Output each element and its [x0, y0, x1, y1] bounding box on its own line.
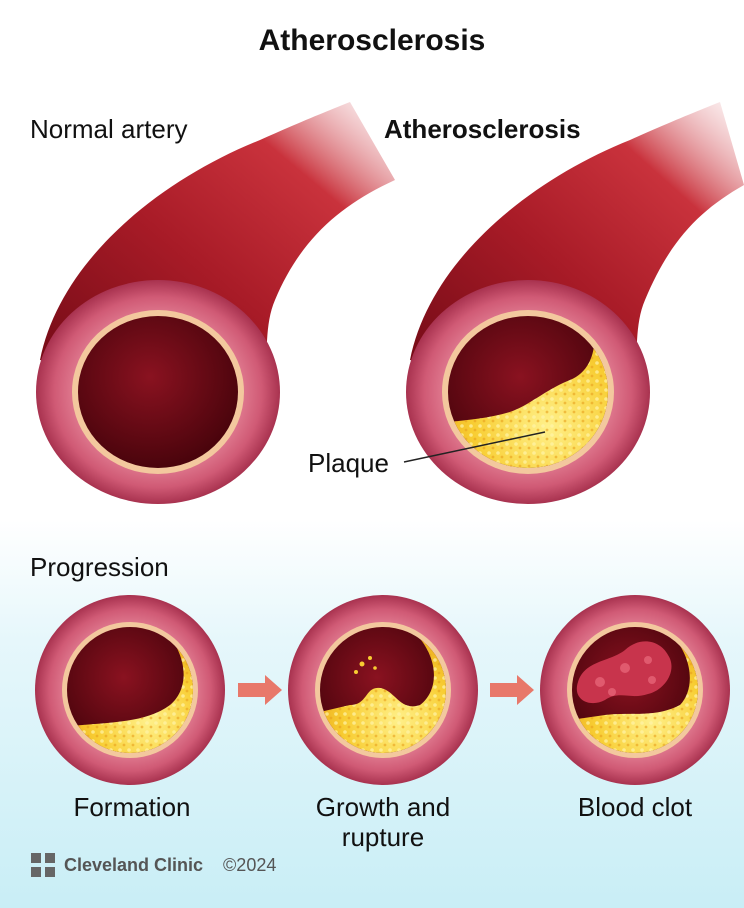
arrow-icon-1 — [238, 675, 282, 705]
normal-artery-lumen — [78, 316, 238, 468]
stage-growth-and-rupture — [288, 595, 478, 785]
plaque-label: Plaque — [308, 448, 389, 478]
copyright: ©2024 — [223, 854, 277, 875]
stage-formation — [35, 595, 225, 785]
plaque-pointer-line — [403, 431, 546, 463]
cleveland-clinic-logo-icon — [31, 853, 55, 877]
stage-label-blood-clot: Blood clot — [577, 792, 693, 822]
progression-heading: Progression — [30, 552, 169, 582]
footer-brand: Cleveland Clinic ©2024 — [30, 852, 276, 878]
stage-label-growth: Growth and rupture — [315, 792, 451, 852]
normal-artery-label: Normal artery — [30, 114, 188, 144]
brand-name: Cleveland Clinic — [64, 854, 204, 875]
normal-artery — [36, 102, 395, 504]
stage-blood-clot — [540, 595, 730, 785]
atherosclerosis-label: Atherosclerosis — [384, 114, 581, 144]
stage-label-formation: Formation — [73, 792, 191, 822]
arrow-icon-2 — [490, 675, 534, 705]
page-title: Atherosclerosis — [258, 24, 486, 57]
atherosclerotic-artery — [403, 102, 744, 504]
